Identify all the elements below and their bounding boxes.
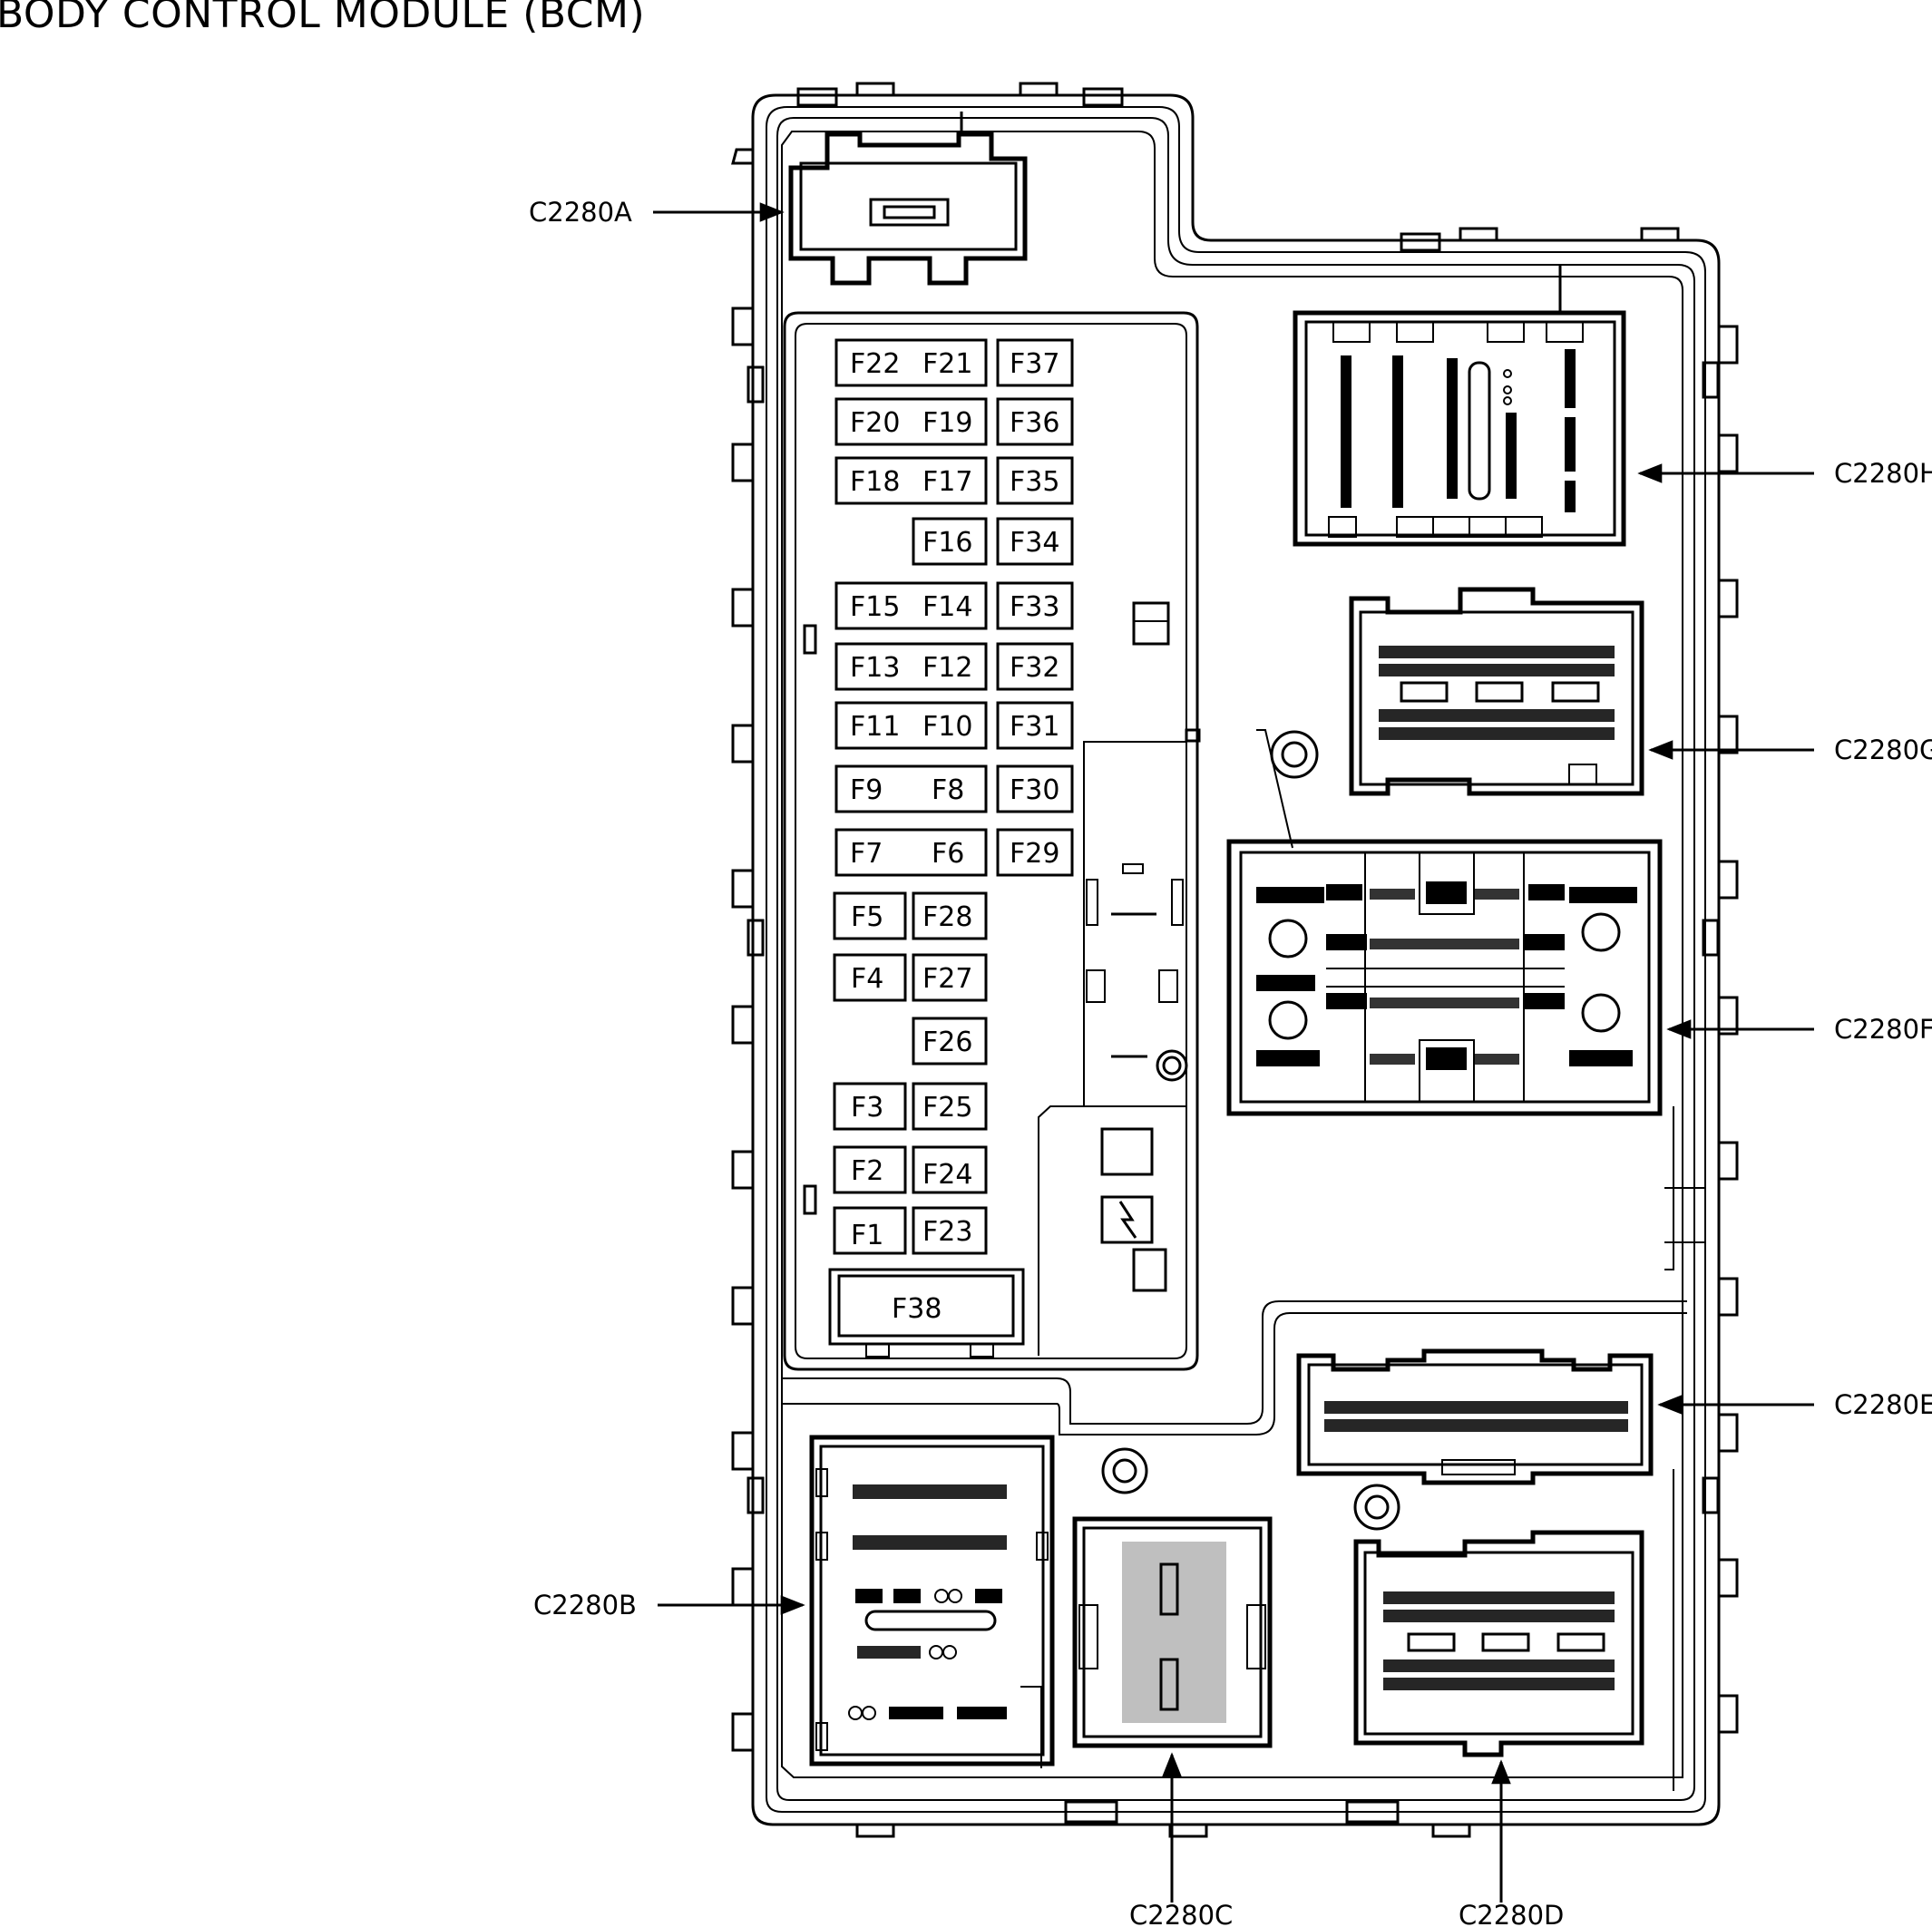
fuse-F25: F25 xyxy=(922,1092,972,1124)
fuse-F38: F38 xyxy=(892,1293,942,1325)
mount-boss-1 xyxy=(1256,729,1319,849)
fuse-F21: F21 xyxy=(922,348,972,380)
connector-f xyxy=(1226,839,1663,1116)
housing-divider xyxy=(782,1106,1705,1791)
callout-arrows xyxy=(653,202,1814,1903)
connector-d xyxy=(1353,1530,1644,1757)
label-c2280h: C2280H xyxy=(1834,458,1932,489)
mount-boss-3 xyxy=(1101,1447,1148,1494)
fuse-F18: F18 xyxy=(850,466,900,498)
fuse-F28: F28 xyxy=(922,901,972,933)
mount-boss-2 xyxy=(1353,1484,1400,1531)
fuse-F4: F4 xyxy=(851,963,883,995)
fuse-F2: F2 xyxy=(851,1155,883,1187)
fuse-F8: F8 xyxy=(932,774,964,806)
fuse-F5: F5 xyxy=(851,901,883,933)
label-c2280d: C2280D xyxy=(1459,1900,1564,1927)
connector-a xyxy=(788,112,1028,286)
label-c2280f: C2280F xyxy=(1834,1014,1932,1045)
connector-e xyxy=(1296,1348,1654,1485)
fuse-F22: F22 xyxy=(850,348,900,380)
callout-labels: C2280A C2280B C2280H C2280G C2280F C2280… xyxy=(529,197,1932,1927)
fuse-F33: F33 xyxy=(1010,591,1059,623)
fuse-F20: F20 xyxy=(850,407,900,439)
label-c2280b: C2280B xyxy=(533,1590,637,1620)
fuse-F3: F3 xyxy=(851,1092,883,1124)
module-housing xyxy=(751,93,1721,1826)
fuse-F23: F23 xyxy=(922,1216,972,1248)
connector-h xyxy=(1293,265,1626,547)
fuse-F10: F10 xyxy=(922,711,972,743)
fuse-F1: F1 xyxy=(851,1220,883,1251)
fuse-F34: F34 xyxy=(1010,527,1059,559)
side-clips xyxy=(731,82,1739,1838)
fuse-boxes xyxy=(828,338,1074,1358)
label-c2280a: C2280A xyxy=(529,197,632,228)
connector-g xyxy=(1349,587,1644,796)
label-c2280e: C2280E xyxy=(1834,1389,1932,1420)
fuse-panel xyxy=(783,311,1201,1371)
fuse-F6: F6 xyxy=(932,838,964,870)
connector-c xyxy=(1072,1516,1273,1748)
fuse-F12: F12 xyxy=(922,652,972,684)
fuse-F19: F19 xyxy=(922,407,972,439)
fuse-F32: F32 xyxy=(1010,652,1059,684)
fuse-F16: F16 xyxy=(922,527,972,559)
fuse-F17: F17 xyxy=(922,466,972,498)
fuse-F24: F24 xyxy=(922,1159,972,1191)
label-c2280c: C2280C xyxy=(1129,1900,1233,1927)
fuse-F7: F7 xyxy=(850,838,883,870)
fuse-F9: F9 xyxy=(850,774,883,806)
fuse-F15: F15 xyxy=(850,591,900,623)
page-title: BODY CONTROL MODULE (BCM) xyxy=(0,0,646,37)
fuse-F36: F36 xyxy=(1010,407,1059,439)
connector-b xyxy=(809,1435,1055,1766)
label-c2280g: C2280G xyxy=(1834,735,1932,765)
fuse-F13: F13 xyxy=(850,652,900,684)
fuse-F14: F14 xyxy=(922,591,972,623)
fuse-labels: F22 F21 F37 F20 F19 F36 F18 F17 F35 F16 … xyxy=(850,348,1059,1325)
fuse-F35: F35 xyxy=(1010,466,1059,498)
fuse-F29: F29 xyxy=(1010,838,1059,870)
connector-g-pins xyxy=(1379,646,1615,740)
fuse-F31: F31 xyxy=(1010,711,1059,743)
fuse-F37: F37 xyxy=(1010,348,1059,380)
fuse-F11: F11 xyxy=(850,711,900,743)
fuse-F30: F30 xyxy=(1010,774,1059,806)
fuse-F27: F27 xyxy=(922,963,972,995)
fuse-F26: F26 xyxy=(922,1027,972,1058)
